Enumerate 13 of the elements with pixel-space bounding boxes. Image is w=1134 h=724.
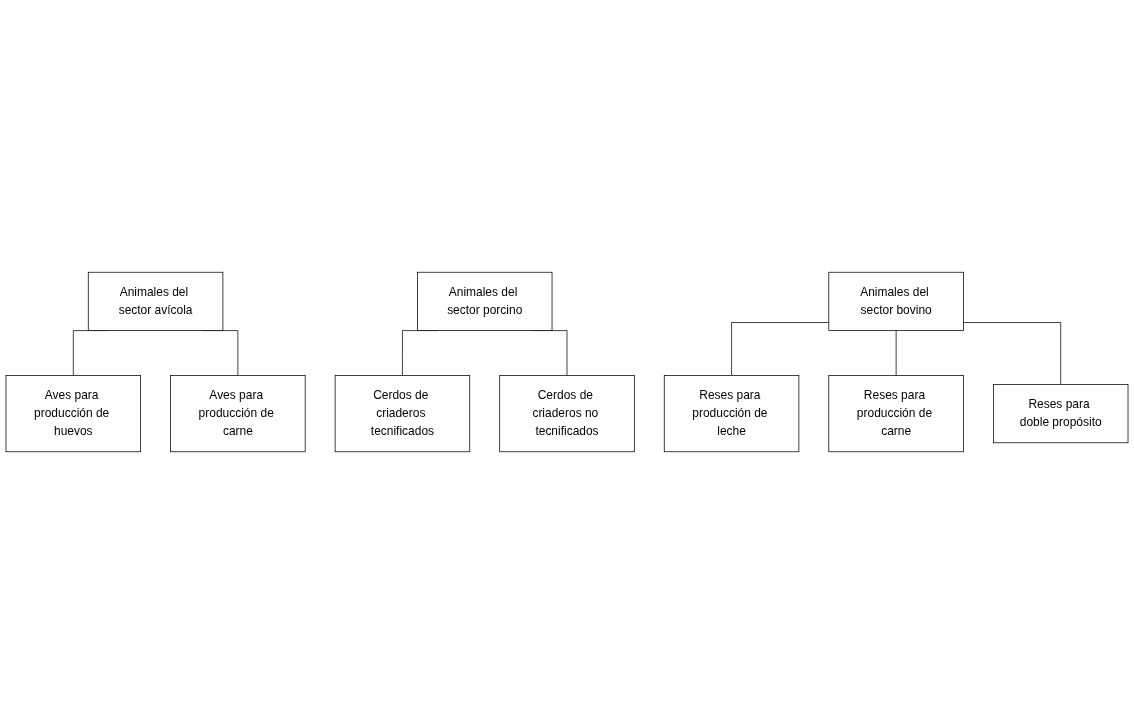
node-box: Reses para producción de leche [663,375,800,453]
node-box: Animales del sector avícola [87,271,224,331]
node-box: Animales del sector bovino [828,271,964,331]
node-box: Aves para producción de huevos [5,375,141,453]
node-box: Reses para doble propósito [993,384,1129,444]
connector [963,322,1062,385]
node-box: Cerdos de criaderos tecnificados [334,375,471,453]
connector [731,322,830,376]
node-box: Cerdos de criaderos no tecnificados [499,375,635,453]
node-box: Aves para producción de carne [170,375,306,453]
node-box: Animales del sector porcino [417,271,553,331]
node-box: Reses para producción de carne [828,375,964,453]
connector [895,330,897,376]
